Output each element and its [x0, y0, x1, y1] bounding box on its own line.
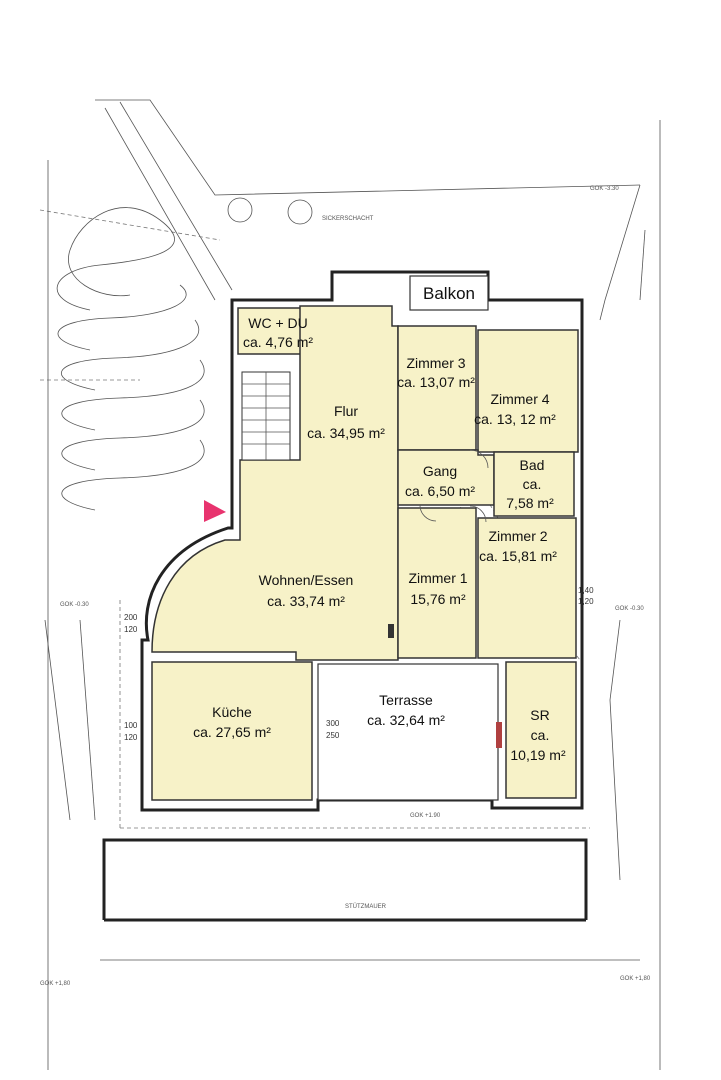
dim-140: 1,40 [578, 586, 594, 595]
dim-120b: 120 [124, 733, 138, 742]
room-zimmer2 [477, 517, 577, 659]
balcony-area [409, 275, 489, 311]
gok-left-bottom-label: GOK +1,80 [40, 981, 71, 987]
sickerschacht-label: SICKERSCHACHT [322, 216, 374, 222]
wc-name: WC + DU [248, 315, 308, 331]
room-zimmer1 [397, 507, 477, 659]
gok-left-mid-label: GOK -0.30 [60, 602, 89, 608]
terrace-area [317, 663, 499, 801]
site-annotations: STÜTZMAUER GOK +1.90 GOK +1,80 GOK +1,80… [40, 186, 651, 987]
gang-name: Gang [423, 463, 457, 479]
zimmer3-name: Zimmer 3 [406, 355, 465, 371]
wohnen-area: ca. 33,74 m² [267, 593, 345, 609]
opening-marks [388, 449, 502, 748]
room-kueche [151, 661, 313, 801]
zimmer4-name: Zimmer 4 [490, 391, 549, 407]
gok-terrace-label: GOK +1.90 [410, 813, 441, 819]
kueche-name: Küche [212, 704, 252, 720]
zimmer2-name: Zimmer 2 [488, 528, 547, 544]
room-fills [151, 275, 579, 801]
terrasse-area: ca. 32,64 m² [367, 712, 445, 728]
bad-area-line1: ca. [523, 476, 542, 492]
wc-area: ca. 4,76 m² [243, 334, 313, 350]
wohnen-name: Wohnen/Essen [259, 572, 354, 588]
kueche-area: ca. 27,65 m² [193, 724, 271, 740]
gok-top-right-label: GOK -3.30 [590, 186, 619, 192]
building-walls [102, 270, 588, 922]
room-zimmer4 [477, 329, 579, 453]
dim-250: 250 [326, 731, 340, 740]
dimension-labels: 200 120 100 120 300 250 1,40 1,20 [124, 586, 594, 742]
room-zimmer3 [397, 325, 477, 451]
stuetzmauer-label: STÜTZMAUER [345, 903, 387, 910]
dim-100: 100 [124, 721, 138, 730]
balkon-name: Balkon [423, 284, 475, 303]
terrasse-name: Terrasse [379, 692, 433, 708]
bad-area-line2: 7,58 m² [506, 495, 554, 511]
sr-name: SR [530, 707, 549, 723]
flur-area: ca. 34,95 m² [307, 425, 385, 441]
zimmer1-name: Zimmer 1 [408, 570, 467, 586]
dim-120c: 1,20 [578, 597, 594, 606]
entrance-marker [204, 500, 226, 522]
zimmer2-area: ca. 15,81 m² [479, 548, 557, 564]
room-bad [493, 451, 575, 517]
gang-area: ca. 6,50 m² [405, 483, 475, 499]
zimmer1-area: 15,76 m² [410, 591, 466, 607]
dim-300: 300 [326, 719, 340, 728]
room-labels: WC + DU ca. 4,76 m² Balkon Zimmer 3 ca. … [193, 284, 566, 763]
dim-200: 200 [124, 613, 138, 622]
gok-right-bottom-label: GOK +1,80 [620, 976, 651, 982]
sr-area-line1: ca. [531, 727, 550, 743]
zimmer3-area: ca. 13,07 m² [397, 374, 475, 390]
gok-right-mid-label: GOK -0.30 [615, 606, 644, 612]
dim-120a: 120 [124, 625, 138, 634]
room-flur-wohnen [151, 305, 399, 661]
room-sr [505, 661, 577, 799]
zimmer4-area: ca. 13, 12 m² [474, 411, 556, 427]
bad-name: Bad [520, 457, 545, 473]
staircase [241, 371, 291, 461]
flur-name: Flur [334, 403, 358, 419]
sr-area-line2: 10,19 m² [510, 747, 566, 763]
